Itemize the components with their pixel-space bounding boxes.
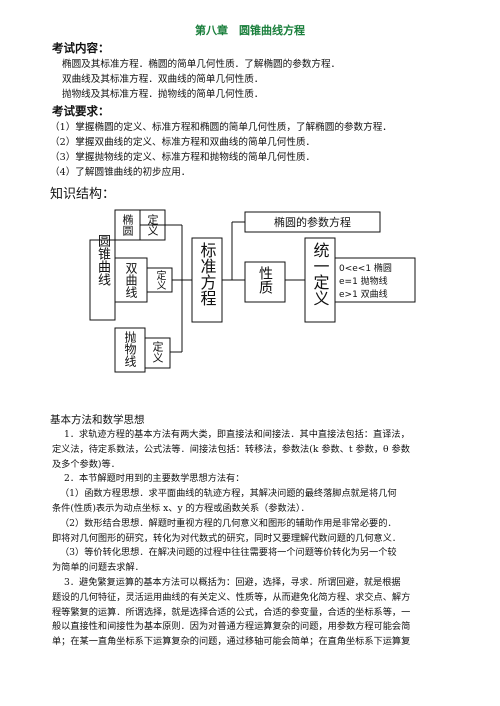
label-properties: 性质: [257, 266, 273, 294]
label-parabola-def: 定义: [151, 340, 164, 363]
exam-requirement-line: （2）掌握双曲线的定义、标准方程和双曲线的简单几何性质．: [50, 137, 316, 148]
label-standard-eq: 标准方程: [198, 242, 217, 306]
box-eccentricity: [334, 257, 416, 303]
methods-paragraph-line: 题设的几何特征，灵活运用曲线的有关定义、性质等，从而避免化简方程、求交点、解方: [52, 591, 411, 603]
label-e2: e=1 抛物线: [339, 275, 388, 287]
exam-content-line: 椭圆及其标准方程．椭圆的简单几何性质．了解椭圆的参数方程．: [62, 59, 341, 70]
methods-paragraph-line: 为简单的问题去求解．: [52, 562, 144, 574]
exam-requirement-line: （1）掌握椭圆的定义、标准方程和椭圆的简单几何性质，了解椭圆的参数方程．: [50, 122, 392, 133]
methods-paragraph-line: 般以直接性和间接性为基本原则．因为对普通方程运算复杂的问题，用参数方程可能会简: [52, 621, 411, 633]
methods-body: 1．求轨迹方程的基本方法有两大类，即直接法和间接法．其中直接法包括：直译法， 定义…: [52, 428, 452, 650]
methods-paragraph-line: 即将对几何图形的研究，转化为对代数式的研究，同时又要理解代数问题的几何意义．: [52, 532, 402, 544]
exam-requirements-heading: 考试要求：: [52, 104, 110, 118]
label-e3: e>1 双曲线: [339, 288, 388, 300]
methods-paragraph-line: （2）数形结合思想．解题时重视方程的几何意义和图形的辅助作用是非常必要的．: [60, 517, 397, 529]
methods-paragraph-line: 2．本节解题时用到的主要数学思想方法有：: [64, 473, 245, 485]
label-ellipse-def: 定义: [146, 213, 159, 236]
knowledge-structure-heading: 知识结构：: [50, 187, 116, 202]
exam-requirement-line: （4）了解圆锥曲线的初步应用．: [50, 167, 191, 178]
label-e1: 0<e<1 椭圆: [339, 262, 392, 274]
methods-paragraph-line: 单；在某一直角坐标系下运算复杂的问题，通过移轴可能会简单；在直角坐标系下运算复: [52, 636, 411, 648]
methods-paragraph-line: （1）函数方程思想．求平面曲线的轨迹方程，其解决问题的最终落脚点就是将几何: [60, 488, 397, 500]
label-ellipse: 椭圆: [121, 213, 134, 237]
exam-content-line: 抛物线及其标准方程．抛物线的简单几何性质．: [62, 89, 264, 100]
chapter-title: 第八章 圆锥曲线方程: [195, 24, 305, 37]
exam-requirement-line: （3）掌握抛物线的定义、标准方程和抛物线的简单几何性质．: [50, 152, 316, 163]
label-unified-def: 统一定义: [311, 242, 330, 306]
box-parabola-def: [144, 337, 171, 369]
exam-content-heading: 考试内容：: [52, 41, 110, 55]
label-hyperbola: 双曲线: [124, 262, 138, 298]
label-parabola: 抛物线: [123, 330, 137, 367]
methods-paragraph-line: 1．求轨迹方程的基本方法有两大类，即直接法和间接法．其中直接法包括：直译法，: [64, 429, 410, 440]
label-param-eq: 椭圆的参数方程: [274, 215, 351, 229]
label-conic: 圆锥曲线: [95, 234, 111, 286]
exam-content-line: 双曲线及其标准方程．双曲线的简单几何性质．: [62, 74, 264, 85]
methods-heading: 基本方法和数学思想: [50, 414, 145, 426]
methods-paragraph-line: 条件(性质)表示为动点坐标 x、y 的方程或函数关系（参数法）．: [52, 502, 310, 514]
methods-paragraph-line: 程等繁复的运算．所谓选择，就是选择合适的公式，合适的参变量，合适的坐标系等，一: [52, 606, 411, 618]
box-properties: [244, 261, 286, 303]
methods-paragraph-line: 3．避免繁复运算的基本方法可以概括为：回避，选择，寻求．所谓回避，就是根据: [64, 576, 401, 588]
methods-paragraph-line: （3）等价转化思想．在解决问题的过程中往往需要将一个问题等价转化为另一个较: [60, 547, 397, 559]
methods-paragraph-line: 定义法，待定系数法，公式法等．间接法包括：转移法，参数法(k 参数、t 参数，θ…: [52, 443, 410, 455]
methods-paragraph-line: 及多个参数)等．: [52, 458, 120, 470]
label-hyperbola-def: 定义: [154, 269, 166, 290]
